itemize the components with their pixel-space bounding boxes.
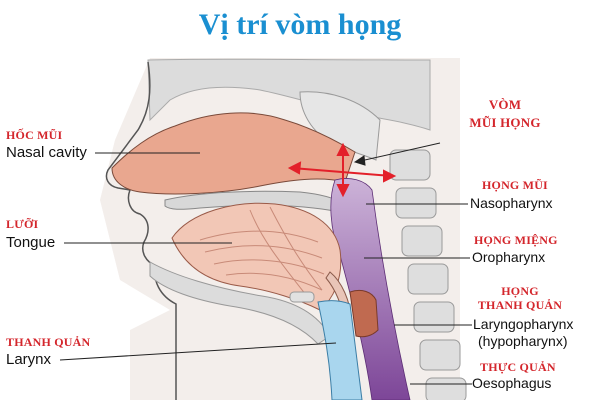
- page-title: Vị trí vòm họng: [198, 8, 402, 41]
- nasopharynx-label: Nasopharynx: [470, 195, 553, 211]
- nasal-cavity-label: Nasal cavity: [6, 144, 87, 161]
- laryngopharynx-vn-label-1: HỌNG: [501, 284, 539, 298]
- jaw-bone: [149, 261, 331, 345]
- oesophagus-label: Oesophagus: [472, 375, 552, 391]
- tongue-muscle-lines: [199, 206, 325, 301]
- cervical-vertebrae: [389, 149, 467, 400]
- nasopharynx-vn-label: HỌNG MŨI: [482, 178, 548, 192]
- nasopharynx-vault-vn-label-2: MŨI HỌNG: [469, 115, 541, 130]
- laryngopharynx-vn-label-2: THANH QUẢN: [477, 298, 563, 312]
- sinus-bone: [299, 91, 381, 161]
- oropharynx-label: Oropharynx: [472, 249, 546, 265]
- nasal-cavity-vn-label: HỐC MŨI: [6, 128, 63, 142]
- thyroid-cartilage: [349, 289, 379, 338]
- laryngopharynx-label: Laryngopharynx: [473, 316, 574, 332]
- nasopharynx-vault-arrows: [287, 142, 397, 198]
- tongue-label: Tongue: [6, 234, 56, 251]
- tongue-vn-label: LƯỠI: [6, 217, 39, 231]
- larynx: [317, 300, 363, 400]
- larynx-vn-label: THANH QUẢN: [6, 335, 91, 349]
- oesophagus-vn-label: THỰC QUẢN: [480, 360, 556, 374]
- leader-lines: [59, 142, 472, 385]
- larynx-label: Larynx: [6, 351, 52, 368]
- hyoid-bone: [289, 291, 315, 303]
- oropharynx-vn-label: HỌNG MIỆNG: [474, 233, 558, 247]
- hypopharynx-label: (hypopharynx): [478, 333, 568, 349]
- nasopharynx-vault-vn-label-1: VÒM: [488, 97, 522, 112]
